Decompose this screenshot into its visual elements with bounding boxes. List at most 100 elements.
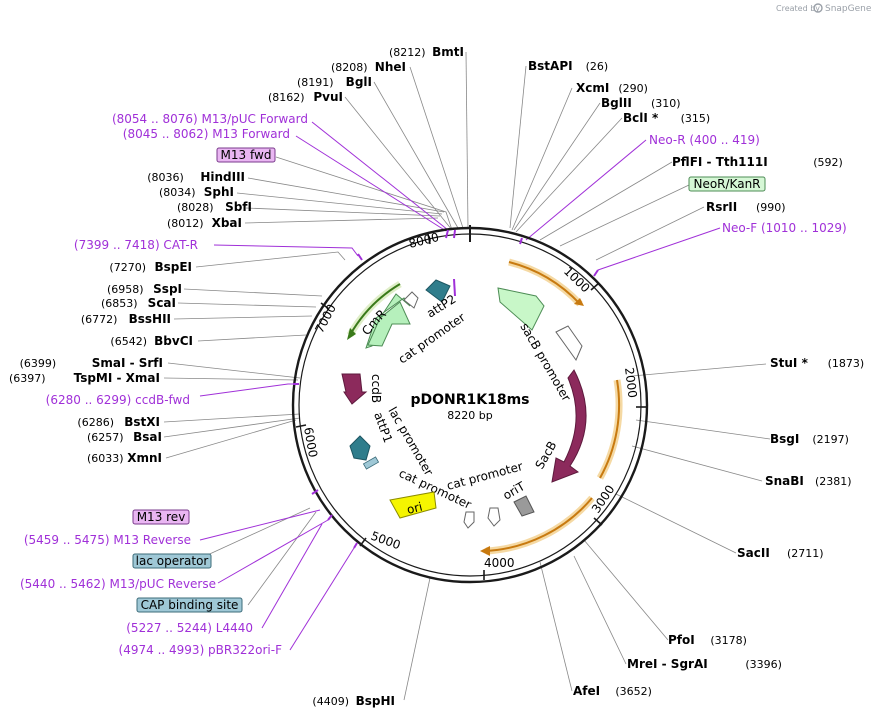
site-name: XcmI [576, 81, 609, 95]
feature-label-ori: ori [405, 500, 424, 517]
site-name: BstAPI [528, 59, 573, 73]
site-label-bspei: BspEI (7270) [109, 260, 192, 274]
site-label-snabi: SnaBI(2381) [765, 474, 852, 488]
site-name: BspHI [356, 694, 395, 708]
site-name: PvuI [313, 90, 343, 104]
primer-label-8045-8062-m13-forward: (8045 .. 8062) M13 Forward [123, 127, 290, 141]
plasmid-size: 8220 bp [447, 409, 492, 422]
feature-label-ccdb: ccdB [369, 374, 383, 403]
site-position: (3652) [615, 685, 652, 698]
tick-label-2000: 2000 [622, 367, 640, 399]
site-position: (8208) [331, 61, 368, 74]
site-label-stui: StuI *(1873) [770, 356, 864, 370]
boxed-label-neor-kanr: NeoR/KanR [688, 176, 766, 192]
site-name: BbvCI [154, 334, 193, 348]
site-name: StuI * [770, 356, 809, 370]
site-position: (2197) [812, 433, 849, 446]
primer-label-5227-5244-l4440: (5227 .. 5244) L4440 [126, 621, 253, 635]
site-position: (6286) [77, 416, 114, 429]
site-position: (4409) [312, 695, 349, 708]
tick-marks [295, 233, 646, 580]
site-name: BsgI [770, 432, 799, 446]
feature-label-lac-promoter: lac promoter [385, 405, 436, 479]
primer-label-neo-r-400-419: Neo-R (400 .. 419) [649, 133, 760, 147]
site-name: SacII [737, 546, 770, 560]
site-label-bbvci: BbvCI (6542) [110, 334, 193, 348]
site-position: (3396) [745, 658, 782, 671]
site-name: SbfI [225, 200, 252, 214]
site-label-smai-srfi: SmaI - SrfI(6399) [20, 356, 163, 370]
site-position: (310) [651, 97, 681, 110]
site-label-sphi: SphI(8034) [159, 185, 234, 199]
site-name: BsaI [133, 430, 162, 444]
site-position: (290) [618, 82, 648, 95]
site-label-hindiii: HindIII(8036) [147, 170, 245, 184]
site-label-bsgi: BsgI (2197) [770, 432, 849, 446]
site-position: (8191) [297, 76, 334, 89]
primer-label-neo-f-1010-1029: Neo-F (1010 .. 1029) [722, 221, 847, 235]
site-label-bstapi: BstAPI (26) [528, 59, 608, 73]
site-label-xbai: XbaI(8012) [167, 216, 242, 230]
site-name: PflFI - Tth111I [672, 155, 768, 169]
boxed-label-text: CAP binding site [141, 598, 239, 612]
site-name: SmaI - SrfI [92, 356, 163, 370]
feature-ccdb: ccdB [341, 373, 383, 405]
site-name: SnaBI [765, 474, 804, 488]
site-label-xmni: XmnI(6033) [87, 451, 162, 465]
site-position: (6542) [110, 335, 147, 348]
tick-label-8000: 8000 [407, 230, 440, 251]
site-label-nhei: NheI(8208) [331, 60, 406, 74]
tick-label-5000: 5000 [369, 529, 402, 553]
site-name: BclI * [623, 111, 659, 125]
site-name: XmnI [127, 451, 162, 465]
orf-arrow-south [480, 495, 595, 556]
site-position: (592) [813, 156, 843, 169]
site-name: AfeI [573, 684, 600, 698]
site-name: BglII [601, 96, 632, 110]
feature-cmr: CmR [359, 293, 411, 349]
site-name: ScaI [148, 296, 176, 310]
site-name: BspEI [154, 260, 192, 274]
tick-label-4000: 4000 [484, 556, 515, 570]
orf-arrow-east [596, 379, 623, 480]
primer-label-6280-6299-ccdb-fwd: (6280 .. 6299) ccdB-fwd [46, 393, 190, 407]
boxed-label-text: lac operator [136, 554, 209, 568]
primer-labels: (8054 .. 8076) M13/pUC Forward(8045 .. 8… [20, 112, 847, 657]
snapgene-app-name: SnapGene [825, 4, 872, 14]
site-label-xcmi: XcmI (290) [576, 81, 648, 95]
site-position: (2711) [787, 547, 824, 560]
leader-lines [163, 51, 771, 701]
site-label-sspi: SspI(6958) [107, 282, 182, 296]
site-position: (6853) [101, 297, 138, 310]
site-position: (7270) [109, 261, 146, 274]
feature-orit-shape [513, 495, 535, 517]
primer-ticks [293, 229, 599, 549]
site-position: (26) [586, 60, 609, 73]
snapgene-logo-icon [813, 3, 823, 13]
tick-label-6000: 6000 [301, 426, 320, 459]
primer-leader-lines [199, 121, 721, 651]
site-label-bglii: BglII (310) [601, 96, 681, 110]
site-position: (6033) [87, 452, 124, 465]
boxed-label-text: M13 fwd [221, 148, 272, 162]
boxed-label-text: M13 rev [137, 510, 186, 524]
site-label-bsshii: BssHII(6772) [81, 312, 171, 326]
feature-attp1: attP1 [349, 410, 395, 461]
site-name: TspMI - XmaI [74, 371, 160, 385]
restriction-site-labels: BmtI(8212)NheI(8208)BglI(8191)PvuI(8162)… [9, 45, 864, 708]
site-label-bsphi: BspHI (4409) [312, 694, 395, 708]
site-name: SspI [153, 282, 182, 296]
site-name: PfoI [668, 633, 695, 647]
site-label-pflfi-tth111i: PflFI - Tth111I (592) [672, 155, 843, 169]
primer-label-7399-7418-cat-r: (7399 .. 7418) CAT-R [74, 238, 198, 252]
boxed-label-m13-fwd: M13 fwd [216, 147, 276, 163]
site-position: (8212) [389, 46, 426, 59]
site-label-pvui: PvuI (8162) [268, 90, 343, 104]
site-position: (8036) [147, 171, 184, 184]
site-position: (8162) [268, 91, 305, 104]
site-name: BssHII [129, 312, 171, 326]
site-label-bgli: BglI(8191) [297, 75, 372, 89]
site-label-afei: AfeI (3652) [573, 684, 652, 698]
site-position: (990) [756, 201, 786, 214]
